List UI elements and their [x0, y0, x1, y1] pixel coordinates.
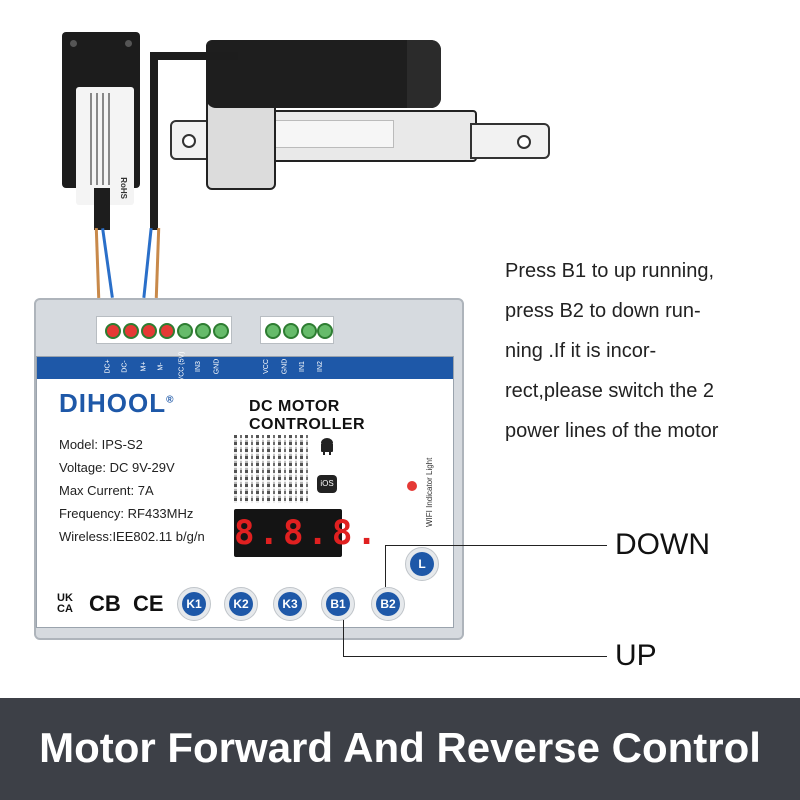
blue-wire [101, 228, 114, 298]
terminal-screw [105, 323, 121, 339]
banner-title: Motor Forward And Reverse Control [39, 724, 761, 771]
k3-button[interactable]: K3 [273, 587, 307, 621]
pin-label-band: DC+ DC- M+ M- VCC (5V) IN3 GND VCC GND I… [37, 352, 453, 381]
down-label: DOWN [615, 528, 710, 561]
product-name: DC MOTOR CONTROLLER [249, 398, 366, 433]
l-button[interactable]: L [405, 547, 439, 581]
qr-code [234, 435, 309, 503]
terminal-block-left [96, 316, 232, 344]
spec-model: Model: IPS-S2 [59, 437, 143, 452]
up-callout-line [343, 620, 344, 656]
instruction-line: press B2 to down run- [505, 300, 701, 322]
pin-label: GND [213, 358, 221, 375]
ce-mark: CE [133, 591, 164, 616]
motor-cable [150, 52, 158, 230]
blue-wire [142, 228, 153, 298]
terminal-screw [141, 323, 157, 339]
ios-icon: iOS [317, 475, 337, 493]
actuator-motor [206, 40, 441, 108]
rohs-mark: RoHS [119, 177, 128, 199]
power-adapter: RoHS [62, 32, 140, 205]
instruction-line: rect,please switch the 2 [505, 380, 714, 402]
pin-label: VCC (5V) [178, 351, 186, 382]
wifi-indicator-label: WIFI Indicator Light [425, 457, 434, 527]
spec-current: Max Current: 7A [59, 483, 154, 498]
title-banner: Motor Forward And Reverse Control [0, 698, 800, 800]
terminal-screw [301, 323, 317, 339]
wifi-indicator-light [407, 481, 417, 491]
cb-mark: CB [89, 591, 121, 616]
terminal-screw [159, 323, 175, 339]
mount-hole [125, 40, 132, 47]
spec-wireless: Wireless:IEE802.11 b/g/n [59, 529, 205, 544]
pin-label: IN3 [194, 361, 202, 372]
instruction-line: power lines of the motor [505, 420, 719, 442]
mount-hole [70, 40, 77, 47]
adapter-cable [94, 188, 110, 230]
terminal-screw [123, 323, 139, 339]
terminal-screw [195, 323, 211, 339]
terminal-screw [317, 323, 333, 339]
spec-voltage: Voltage: DC 9V-29V [59, 460, 175, 475]
up-callout-line [343, 656, 607, 657]
led-display: 8.8.8. [234, 509, 377, 557]
pin-label: DC- [121, 360, 129, 373]
spec-frequency: Frequency: RF433MHz [59, 506, 194, 521]
pin-label: VCC [262, 359, 270, 374]
terminal-screw [177, 323, 193, 339]
k2-button[interactable]: K2 [224, 587, 258, 621]
k1-button[interactable]: K1 [177, 587, 211, 621]
motor-cable [150, 52, 238, 60]
down-callout-line [385, 545, 386, 587]
b1-button[interactable]: B1 [321, 587, 355, 621]
down-callout-line [385, 545, 607, 546]
b2-button[interactable]: B2 [371, 587, 405, 621]
android-icon [321, 438, 333, 455]
ukca-mark: UK CA [57, 592, 73, 615]
instruction-line: Press B1 to up running, [505, 260, 715, 282]
pin-label: M- [157, 362, 165, 371]
pin-label: GND [281, 358, 289, 375]
brown-wire [94, 227, 101, 299]
terminal-screw [283, 323, 299, 339]
terminal-screw [213, 323, 229, 339]
terminal-screw [265, 323, 281, 339]
brown-wire [154, 227, 161, 299]
pin-label: IN1 [298, 361, 306, 372]
up-label: UP [615, 639, 657, 672]
actuator-rod [470, 123, 550, 159]
instruction-line: ning .If it is incor- [505, 340, 657, 362]
pin-label: IN2 [316, 361, 324, 372]
terminal-block-right [260, 316, 334, 344]
pin-label: M+ [140, 361, 148, 372]
controller-panel: DC+ DC- M+ M- VCC (5V) IN3 GND VCC GND I… [36, 352, 454, 628]
brand-logo: DIHOOL® [59, 388, 175, 418]
pin-label: DC+ [104, 359, 112, 374]
registered-mark: ® [166, 394, 175, 406]
